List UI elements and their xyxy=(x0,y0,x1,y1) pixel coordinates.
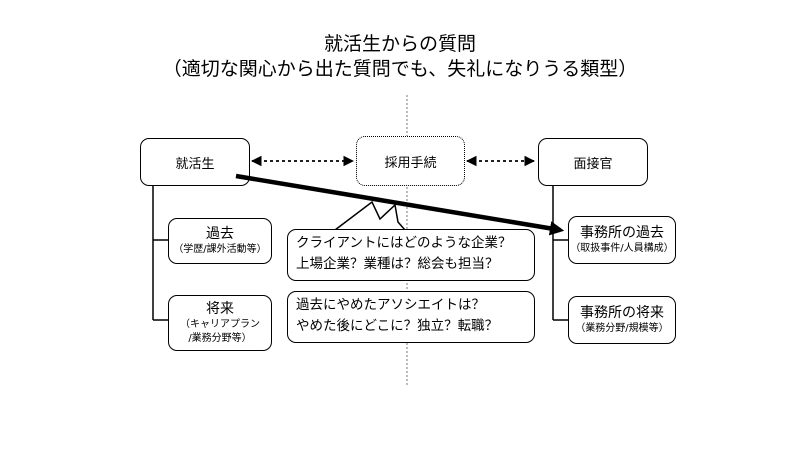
question-bubble-clients: クライアントにはどのような企業？ 上場企業？業種は？総会も担当？ xyxy=(287,229,535,281)
past-box: 過去 （学歴/課外活動等） xyxy=(168,218,272,264)
future-box: 将来 （キャリアプラン /業務分野等） xyxy=(168,295,272,351)
bubble1-line1: クライアントにはどのような企業？ xyxy=(296,235,512,251)
diagram-title: 就活生からの質問 （適切な関心から出た質問でも、失礼になりうる類型） xyxy=(0,32,800,82)
office-past-label: 事務所の過去 xyxy=(580,225,664,241)
bubble-tail xyxy=(332,200,407,231)
past-sub: （学歴/課外活動等） xyxy=(173,244,267,255)
office-future-label: 事務所の将来 xyxy=(580,305,664,321)
office-future-sub: （業務分野/規模等） xyxy=(575,323,669,334)
recruitment-process-box: 採用手続 xyxy=(356,136,465,186)
question-bubble-associates: 過去にやめたアソシエイトは？ やめた後にどこに？独立？転職？ xyxy=(287,291,535,343)
bubble1-line2: 上場企業？業種は？総会も担当？ xyxy=(296,256,499,272)
right-tree-connector xyxy=(552,186,568,321)
office-past-box: 事務所の過去 （取扱事件/人員構成） xyxy=(568,216,676,264)
job-seeker-label: 就活生 xyxy=(175,156,215,172)
title-line1: 就活生からの質問 xyxy=(323,33,476,55)
recruitment-process-label: 採用手続 xyxy=(384,155,437,171)
left-tree-connector xyxy=(152,186,168,321)
future-sub1: （キャリアプラン xyxy=(180,319,260,330)
bubble2-line2: やめた後にどこに？独立？転職？ xyxy=(296,318,499,334)
future-label: 将来 xyxy=(206,301,234,317)
office-past-sub: （取扱事件/人員構成） xyxy=(570,243,674,254)
interviewer-label: 面接官 xyxy=(573,156,613,172)
job-seeker-box: 就活生 xyxy=(140,138,250,186)
bubble2-line1: 過去にやめたアソシエイトは？ xyxy=(296,297,485,313)
title-line2: （適切な関心から出た質問でも、失礼になりうる類型） xyxy=(162,58,638,80)
office-future-box: 事務所の将来 （業務分野/規模等） xyxy=(568,296,676,344)
past-label: 過去 xyxy=(206,226,234,242)
future-sub2: /業務分野等） xyxy=(188,333,252,344)
interviewer-box: 面接官 xyxy=(538,138,648,186)
